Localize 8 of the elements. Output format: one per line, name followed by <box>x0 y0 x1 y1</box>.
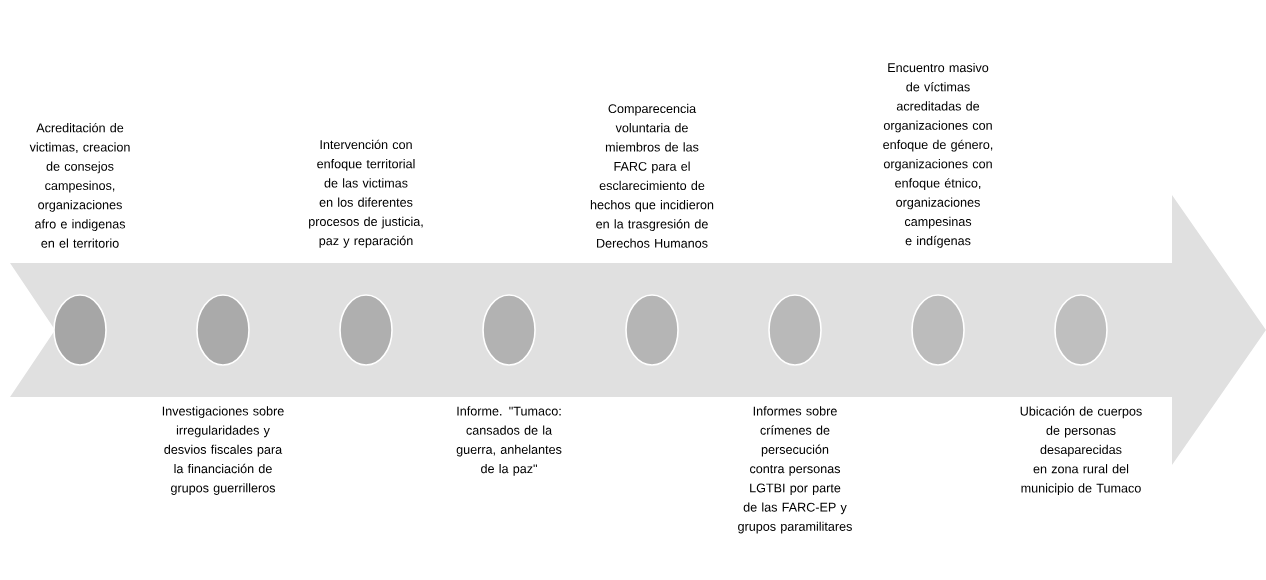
event-text: Encuentro masivo de víctimas acreditadas de organizaciones con enfoque de género, organizaciones con enfoque étnico, organizaciones campesinas e indígenas <box>883 62 993 248</box>
event-text: Informe. "Tumaco: cansados de la guerra, anhelantes de la paz" <box>456 406 562 476</box>
event-text: Investigaciones sobre irregularidades y desvios fiscales para la financiación de grupos guerrilleros <box>162 406 284 495</box>
event-text: Ubicación de cuerpos de personas desaparecidas en zona rural del municipio de Tumaco <box>1020 406 1142 496</box>
event-text: Acreditación de victimas, creacion de consejos campesinos, organizaciones afro e indigenas en el territorio <box>29 122 130 248</box>
event-text: Informes sobre crímenes de persecución contra personas LGTBI por parte de las FARC-EP y grupos paramilitares <box>738 406 852 534</box>
event-text: Intervención con enfoque territorial de las victimas en los diferentes procesos de justicia, paz y reparación <box>309 139 423 248</box>
event-text: Comparecencia voluntaria de miembros de las FARC para el esclarecimiento de hechos que incidieron en la trasgresión de Derechos Humanos <box>590 103 714 248</box>
